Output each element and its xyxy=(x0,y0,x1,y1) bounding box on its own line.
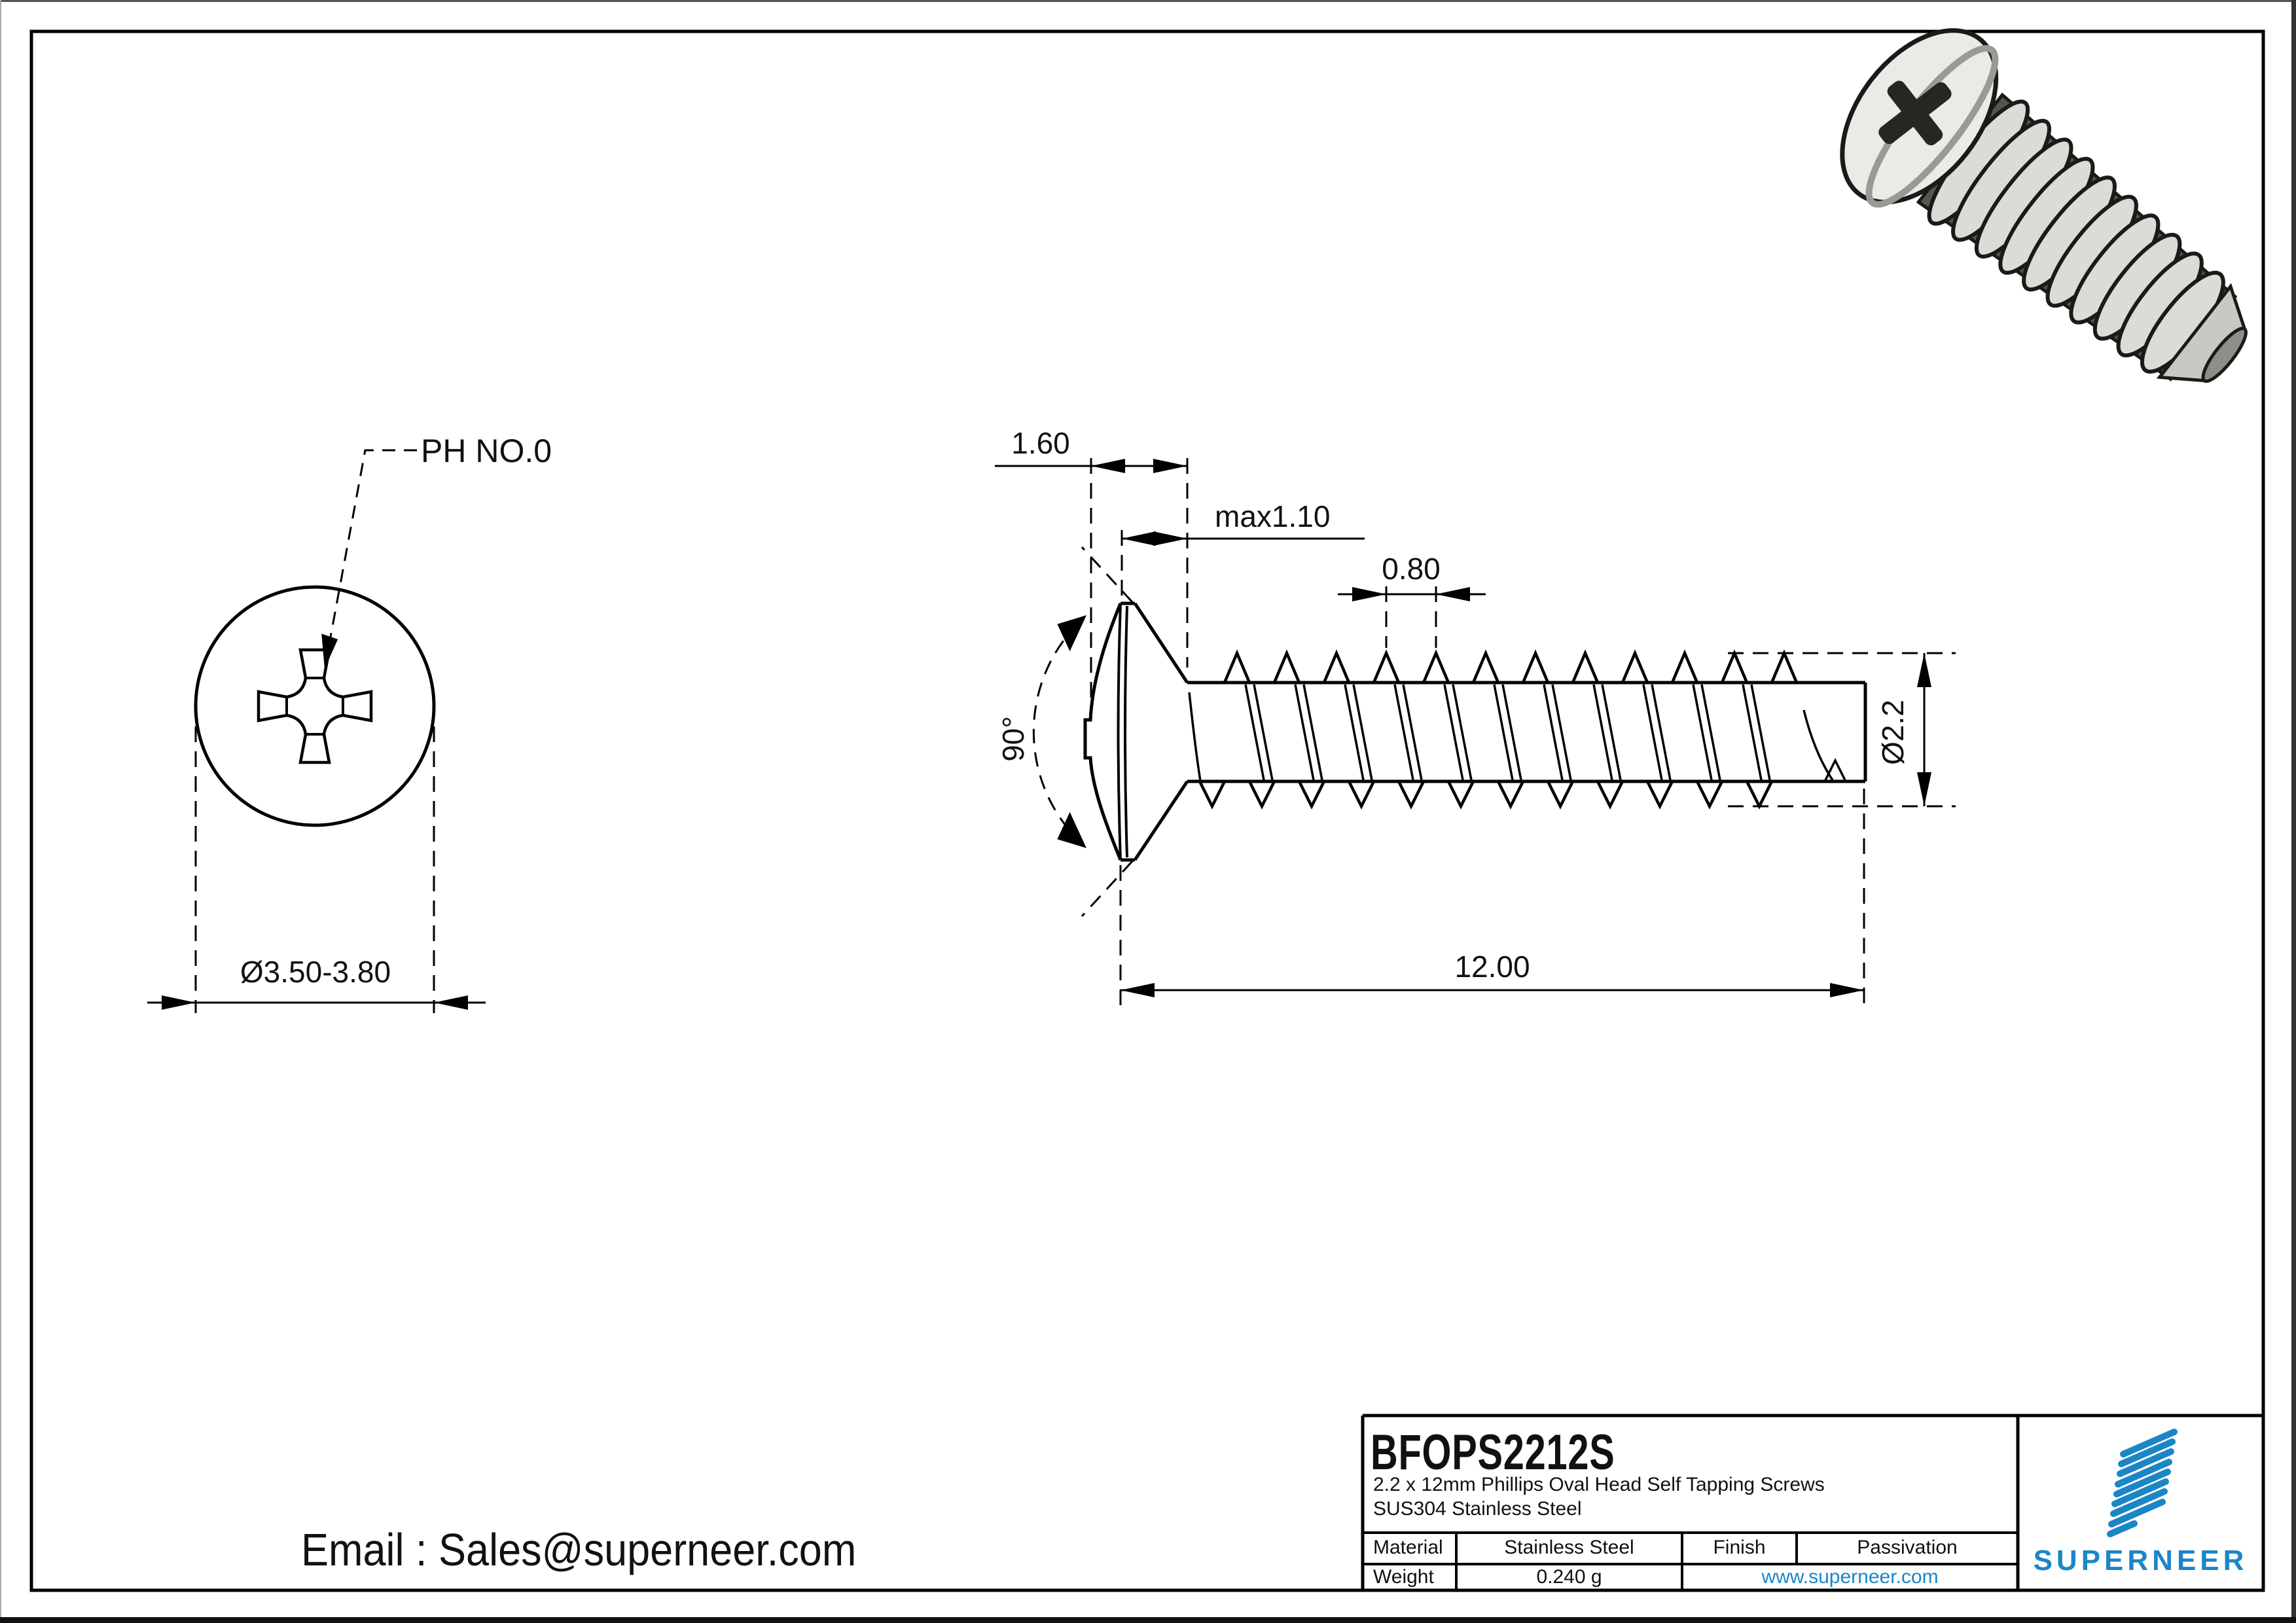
dim-dia22-arrow-t xyxy=(1917,653,1931,687)
superneer-logo-icon xyxy=(2107,1429,2178,1537)
front-view xyxy=(147,449,486,1013)
render-tip-end xyxy=(2201,327,2248,383)
head-dia-arrow-right xyxy=(434,995,468,1010)
finish-label: Finish xyxy=(1713,1537,1766,1558)
ph-leader-arrow xyxy=(321,633,338,669)
weight-value: 0.240 g xyxy=(1536,1566,1602,1588)
website-link[interactable]: www.superneer.com xyxy=(1761,1566,1939,1588)
part-number: BFOPS2212S xyxy=(1371,1425,1615,1480)
title-block-outline xyxy=(1361,1414,2263,1590)
ext-line-crest-dia xyxy=(1728,652,1956,808)
dim-160-arrow-r xyxy=(1153,459,1187,473)
ext-line-pitch xyxy=(1385,586,1437,648)
head-circle xyxy=(194,585,436,827)
description-line1: 2.2 x 12mm Phillips Oval Head Self Tappi… xyxy=(1373,1474,1825,1495)
thread-flank-lines xyxy=(1244,684,1771,781)
drawing-frame xyxy=(29,29,2265,1592)
thread-crests-top xyxy=(1223,649,1799,683)
thread-crests-bottom xyxy=(1198,780,1774,810)
thread-diameter-label: Ø2.2 xyxy=(1876,700,1910,765)
title-block xyxy=(1361,1414,2263,1590)
phillips-recess-inner-square xyxy=(285,677,344,736)
dim-1200-arrow-l xyxy=(1121,983,1155,997)
dim-080-arrow-l xyxy=(1352,587,1386,601)
head-flats xyxy=(1121,601,1135,862)
dome-height-label: max1.10 xyxy=(1215,499,1331,533)
dim-dia22-arrow-b xyxy=(1917,772,1931,806)
thread-pitch-label: 0.80 xyxy=(1382,552,1441,586)
ext-line-rim-plane xyxy=(1119,530,1123,1009)
thread-runout-lines xyxy=(1188,692,1847,782)
phillips-recess-outline xyxy=(257,648,373,764)
sheet-edge-right xyxy=(2291,0,2296,1623)
side-view xyxy=(995,458,1956,1009)
head-diameter-label: Ø3.50-3.80 xyxy=(240,955,391,989)
sheet-edge-bottom xyxy=(0,1617,2296,1623)
head-rim-double-line xyxy=(1117,603,1128,861)
ph-leader-line xyxy=(326,449,417,655)
angle-arc xyxy=(1032,622,1080,842)
finish-value: Passivation xyxy=(1857,1537,1958,1558)
dim-110-arrow-r xyxy=(1153,531,1187,546)
email-text: Email : Sales@superneer.com xyxy=(301,1524,857,1575)
screw-3d-render xyxy=(1840,28,2248,383)
sheet-edge-top xyxy=(0,0,2296,2)
brand-wordmark: SUPERNEER xyxy=(2033,1544,2248,1577)
title-block-table-lines xyxy=(1363,1531,2018,1590)
head-cone-lines xyxy=(1133,602,1189,861)
shank-core-lines xyxy=(1187,681,1867,783)
ph-number-label: PH NO.0 xyxy=(421,433,552,469)
head-dia-arrow-left xyxy=(162,995,196,1010)
dim-080-arrow-r xyxy=(1436,587,1470,601)
length-label: 12.00 xyxy=(1454,950,1530,984)
head-dome-arc xyxy=(1083,603,1122,861)
dim-160-arrow-l xyxy=(1091,459,1125,473)
dim-110-arrow-l xyxy=(1122,531,1156,546)
sheet-edge-left xyxy=(0,0,1,1623)
head-height-label: 1.60 xyxy=(1011,426,1070,460)
angle-legs xyxy=(1081,546,1134,918)
angle-arrow-bottom xyxy=(1057,812,1086,848)
weight-label: Weight xyxy=(1373,1566,1434,1588)
countersink-angle-label: 90° xyxy=(996,716,1030,762)
material-label: Material xyxy=(1373,1537,1443,1558)
render-phillips-cross xyxy=(1878,80,1952,146)
dim-1200-arrow-r xyxy=(1830,983,1864,997)
head-dia-ext-lines xyxy=(194,726,435,1013)
material-value: Stainless Steel xyxy=(1504,1537,1634,1558)
angle-arrow-top xyxy=(1057,615,1086,652)
description-line2: SUS304 Stainless Steel xyxy=(1373,1498,1582,1520)
